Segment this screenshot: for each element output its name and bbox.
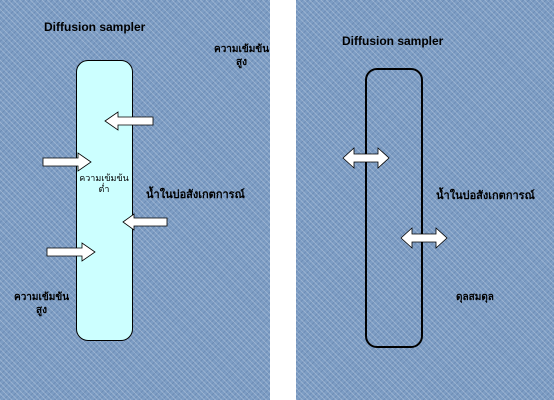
right-panel: Diffusion sampler น้ำในบ่อสังเกตการณ์ ดุ… (296, 0, 554, 400)
right-title: Diffusion sampler (342, 34, 444, 48)
arrow-left-icon (122, 213, 168, 231)
left-panel: Diffusion sampler ความเข้มข้น สูง ความเข… (0, 0, 270, 400)
label-high-concentration-bottom: ความเข้มข้น สูง (14, 292, 70, 316)
left-title: Diffusion sampler (44, 20, 146, 34)
arrow-right-icon (46, 242, 96, 262)
label-well-water-right: น้ำในบ่อสังเกตการณ์ (436, 189, 535, 202)
label-low-concentration: ความเข้มข้น ต่ำ (79, 174, 129, 196)
arrow-left-icon (104, 111, 154, 131)
label-high-concentration-top: ความเข้มข้น สูง (214, 44, 270, 68)
double-arrow-icon (400, 227, 448, 249)
double-arrow-icon (342, 147, 390, 169)
label-well-water-left: น้ำในบ่อสังเกตการณ์ (146, 188, 245, 201)
sampler-tube-filled (76, 60, 133, 341)
arrow-right-icon (42, 152, 92, 172)
sampler-tube-outline (365, 68, 423, 348)
label-equilibrium: ดุลสมดุล (456, 292, 494, 303)
